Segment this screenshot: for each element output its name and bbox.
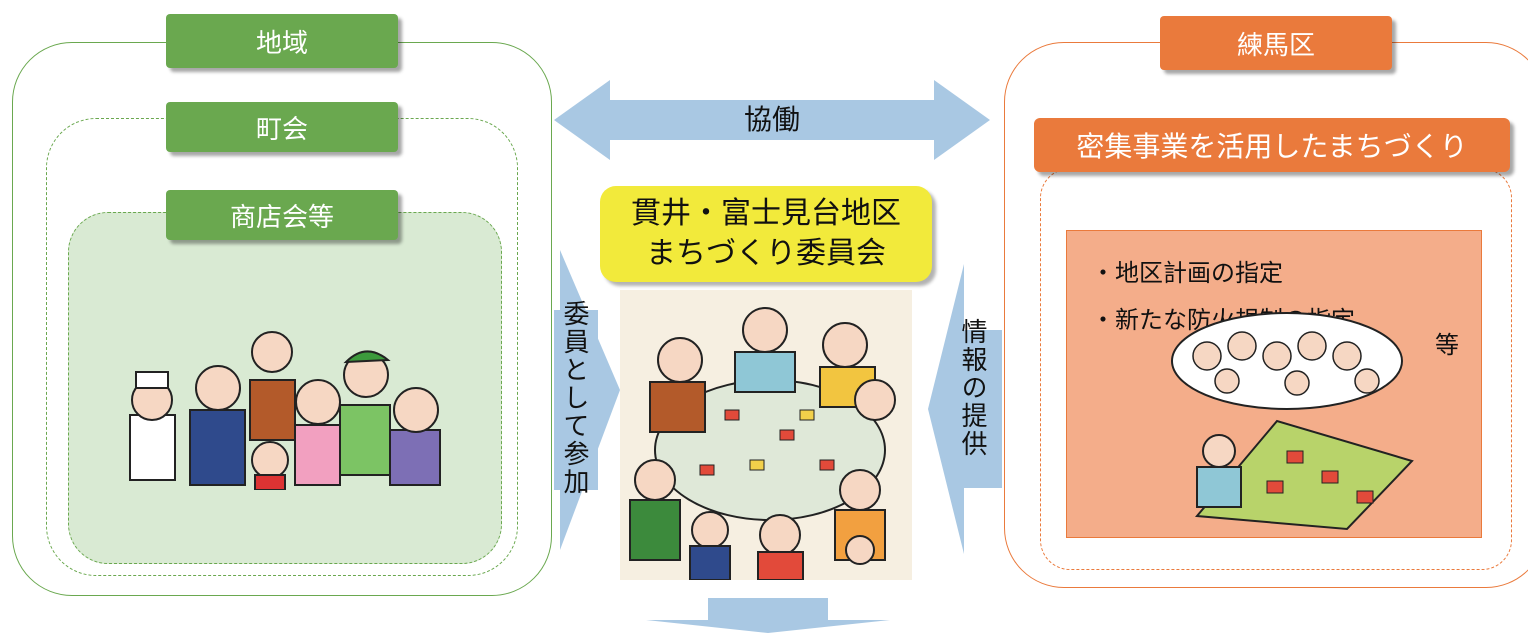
measure-item: ・地区計画の指定: [1091, 259, 1283, 287]
committee-title-line1: 貫井・富士見台地区: [631, 196, 901, 231]
town-label: 町会: [166, 102, 398, 152]
info-label: 情報の提供: [957, 318, 987, 458]
ward-label: 練馬区: [1160, 16, 1392, 70]
etc-label: 等: [1435, 331, 1459, 359]
committee-meeting-illustration: [620, 290, 912, 580]
collaboration-arrow: [554, 80, 990, 160]
shop-label: 商店会等: [166, 190, 398, 240]
measures-panel: ・地区計画の指定 ・新たな防火規制の指定 等: [1066, 230, 1482, 538]
committee-title-line2: まちづくり委員会: [646, 236, 886, 271]
info-arrow: [928, 264, 1002, 554]
participation-label: 委員として参加: [559, 300, 589, 496]
participation-arrow: [554, 250, 620, 550]
region-label: 地域: [166, 14, 398, 68]
committee-title: 貫井・富士見台地区 まちづくり委員会: [600, 186, 932, 282]
project-label: 密集事業を活用したまちづくり: [1034, 118, 1510, 172]
collaboration-label: 協働: [743, 103, 800, 136]
down-arrow: [646, 598, 890, 633]
people-group-illustration: [129, 331, 441, 490]
planning-illustration: [1171, 312, 1414, 531]
